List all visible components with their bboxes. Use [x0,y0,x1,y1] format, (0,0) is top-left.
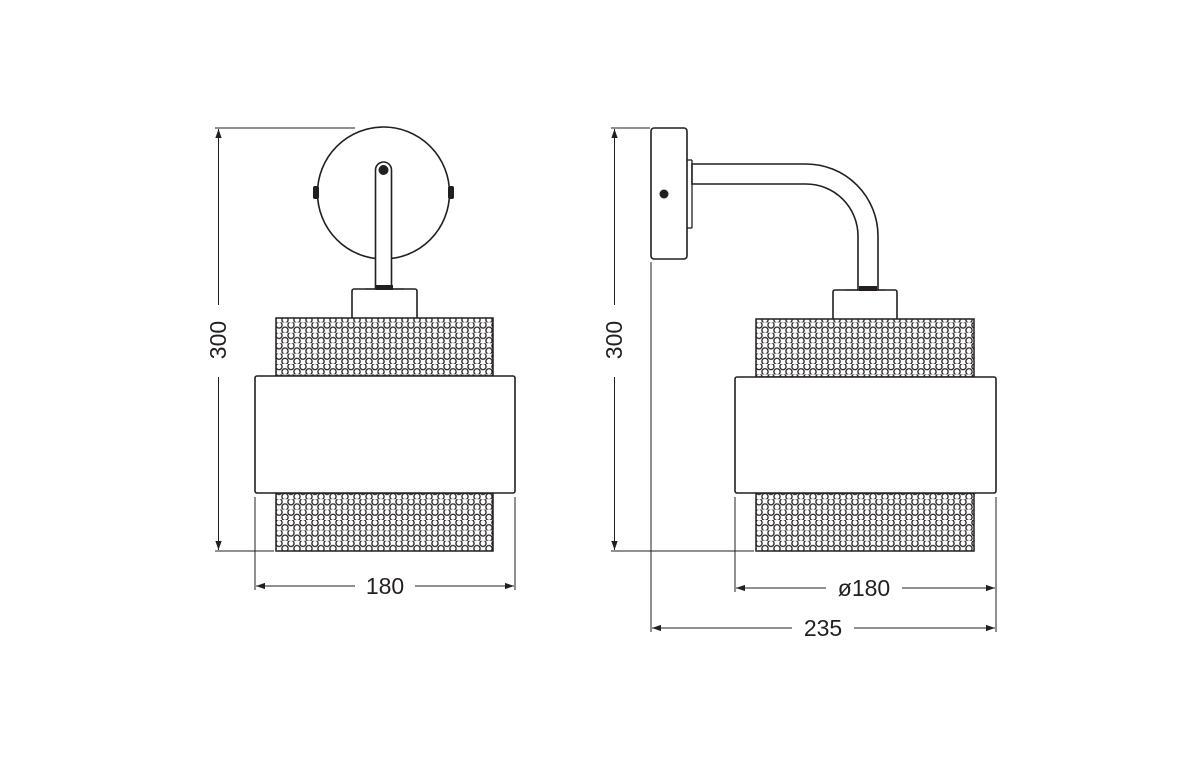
side-perforated-bottom [755,492,975,552]
front-arm [374,161,393,291]
side-height-label: 300 [601,321,627,359]
front-perforated-bottom [275,492,494,552]
side-lamp-holder [832,289,898,321]
side-wall-plate [650,127,688,260]
front-arm-cap [378,165,389,175]
front-width-label: 180 [366,573,404,599]
side-diameter-label: ø180 [838,575,890,601]
side-arm [691,163,879,291]
front-perforated-top [275,317,494,377]
side-shade-band [734,376,997,494]
side-perforated-top [755,318,975,378]
front-plate-screw-right [448,186,454,199]
side-plate-screw [659,189,669,199]
front-lamp-holder [351,288,418,320]
front-height-label: 300 [205,321,231,359]
side-view: 300 ø180 235 [601,127,997,641]
front-shade-band [254,375,516,494]
front-view: 300 180 [205,126,516,600]
side-depth-label: 235 [804,615,842,641]
front-plate-screw-left [313,186,319,199]
